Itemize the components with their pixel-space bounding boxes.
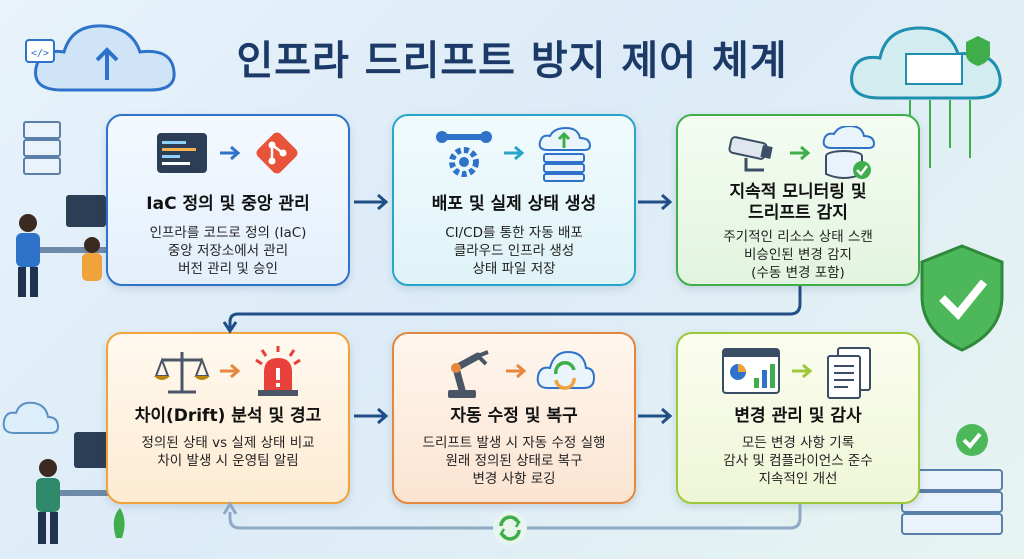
step-description-line: 차이 발생 시 운영팀 알림 (157, 453, 299, 469)
arrow-right-icon (504, 145, 525, 161)
step-description-line: CI/CD를 통한 자동 배포 (445, 225, 583, 241)
people-workstation-left-icon (16, 195, 108, 297)
step-title: IaC 정의 및 중앙 관리 (146, 194, 310, 214)
cloud-sync-icon (536, 350, 596, 390)
flow-arrow-step4-to-step5 (354, 407, 389, 425)
flow-arrow-step3-to-step4 (222, 286, 802, 334)
step-card-iac-definition: IaC 정의 및 중앙 관리 인프라를 코드로 정의 (IaC) 중앙 저장소에… (106, 114, 350, 286)
robot-arm-icon (448, 350, 489, 398)
flow-arrow-step5-to-step6 (638, 407, 673, 425)
step-description-line: 인프라를 코드로 정의 (IaC) (149, 225, 307, 241)
step-description-line: 클라우드 인프라 생성 (453, 243, 575, 259)
balance-scale-icon (154, 352, 210, 394)
step-title: 배포 및 실제 상태 생성 (431, 194, 597, 214)
step-card-drift-analysis: 차이(Drift) 분석 및 경고 정의된 상태 vs 실제 상태 비교 차이 … (106, 332, 350, 504)
step-description-line: 중앙 저장소에서 관리 (167, 243, 289, 259)
arrow-right-icon (220, 363, 241, 379)
arrow-right-icon (792, 363, 813, 379)
step-description-line: 주기적인 리소스 상태 스캔 (723, 229, 873, 245)
step-description-line: 원래 정의된 상태로 복구 (445, 453, 583, 469)
step-description-line: 드리프트 발생 시 자동 수정 실행 (422, 435, 606, 451)
arrow-right-icon (506, 363, 527, 379)
step-title: 변경 관리 및 감사 (734, 406, 862, 426)
alarm-siren-icon (255, 346, 301, 396)
database-check-icon (822, 126, 876, 179)
server-stack-bottom-right-icon (901, 424, 1003, 535)
step-description-line: 비승인된 변경 감지 (744, 247, 852, 263)
step-description-line: 상태 파일 저장 (472, 261, 556, 277)
step-description-line: 감사 및 컴플라이언스 준수 (723, 453, 873, 469)
cloud-bottom-left-icon (2, 401, 60, 434)
documents-icon (827, 347, 871, 399)
flow-arrow-step2-to-step3 (638, 193, 673, 211)
step-card-change-audit: 변경 관리 및 감사 모든 변경 사항 기록 감사 및 컴플라이언스 준수 지속… (676, 332, 920, 504)
step-title-line: 지속적 모니터링 및 (729, 182, 867, 202)
cctv-camera-icon (728, 136, 773, 172)
cloud-top-left-icon: </> (25, 24, 176, 92)
refresh-cycle-icon (493, 511, 527, 545)
step-title-line: 드리프트 감지 (748, 203, 848, 223)
arrow-right-icon (790, 145, 811, 161)
step-description-line: 버전 관리 및 승인 (178, 261, 278, 277)
flow-arrow-step1-to-step2 (354, 193, 389, 211)
page-title: 인프라 드리프트 방지 제어 체계 (236, 38, 788, 84)
step-title: 자동 수정 및 복구 (450, 406, 578, 426)
step-description-line: 변경 사항 로깅 (472, 471, 556, 487)
cloud-server-upload-icon (538, 126, 592, 182)
step-description-line: 정의된 상태 vs 실제 상태 비교 (141, 435, 315, 451)
shield-check-right-icon (920, 244, 1004, 352)
step-title: 차이(Drift) 분석 및 경고 (134, 406, 322, 426)
code-editor-icon (157, 133, 207, 173)
step-description-line: 지속적인 개선 (758, 471, 838, 487)
svg-text:</>: </> (31, 48, 49, 59)
step-description-line: 모든 변경 사항 기록 (741, 435, 855, 451)
step-description-line: (수동 변경 포함) (751, 265, 845, 281)
pipeline-gear-icon (436, 131, 492, 177)
git-icon (256, 132, 298, 174)
dashboard-chart-icon (722, 348, 780, 394)
server-rack-left-icon (23, 121, 61, 175)
arrow-right-icon (220, 145, 241, 161)
step-card-deploy: 배포 및 실제 상태 생성 CI/CD를 통한 자동 배포 클라우드 인프라 생… (392, 114, 636, 286)
step-card-auto-remediation: 자동 수정 및 복구 드리프트 발생 시 자동 수정 실행 원래 정의된 상태로… (392, 332, 636, 504)
cloud-top-right-icon (850, 26, 1002, 168)
step-card-monitoring: 지속적 모니터링 및 드리프트 감지 주기적인 리소스 상태 스캔 비승인된 변… (676, 114, 920, 286)
